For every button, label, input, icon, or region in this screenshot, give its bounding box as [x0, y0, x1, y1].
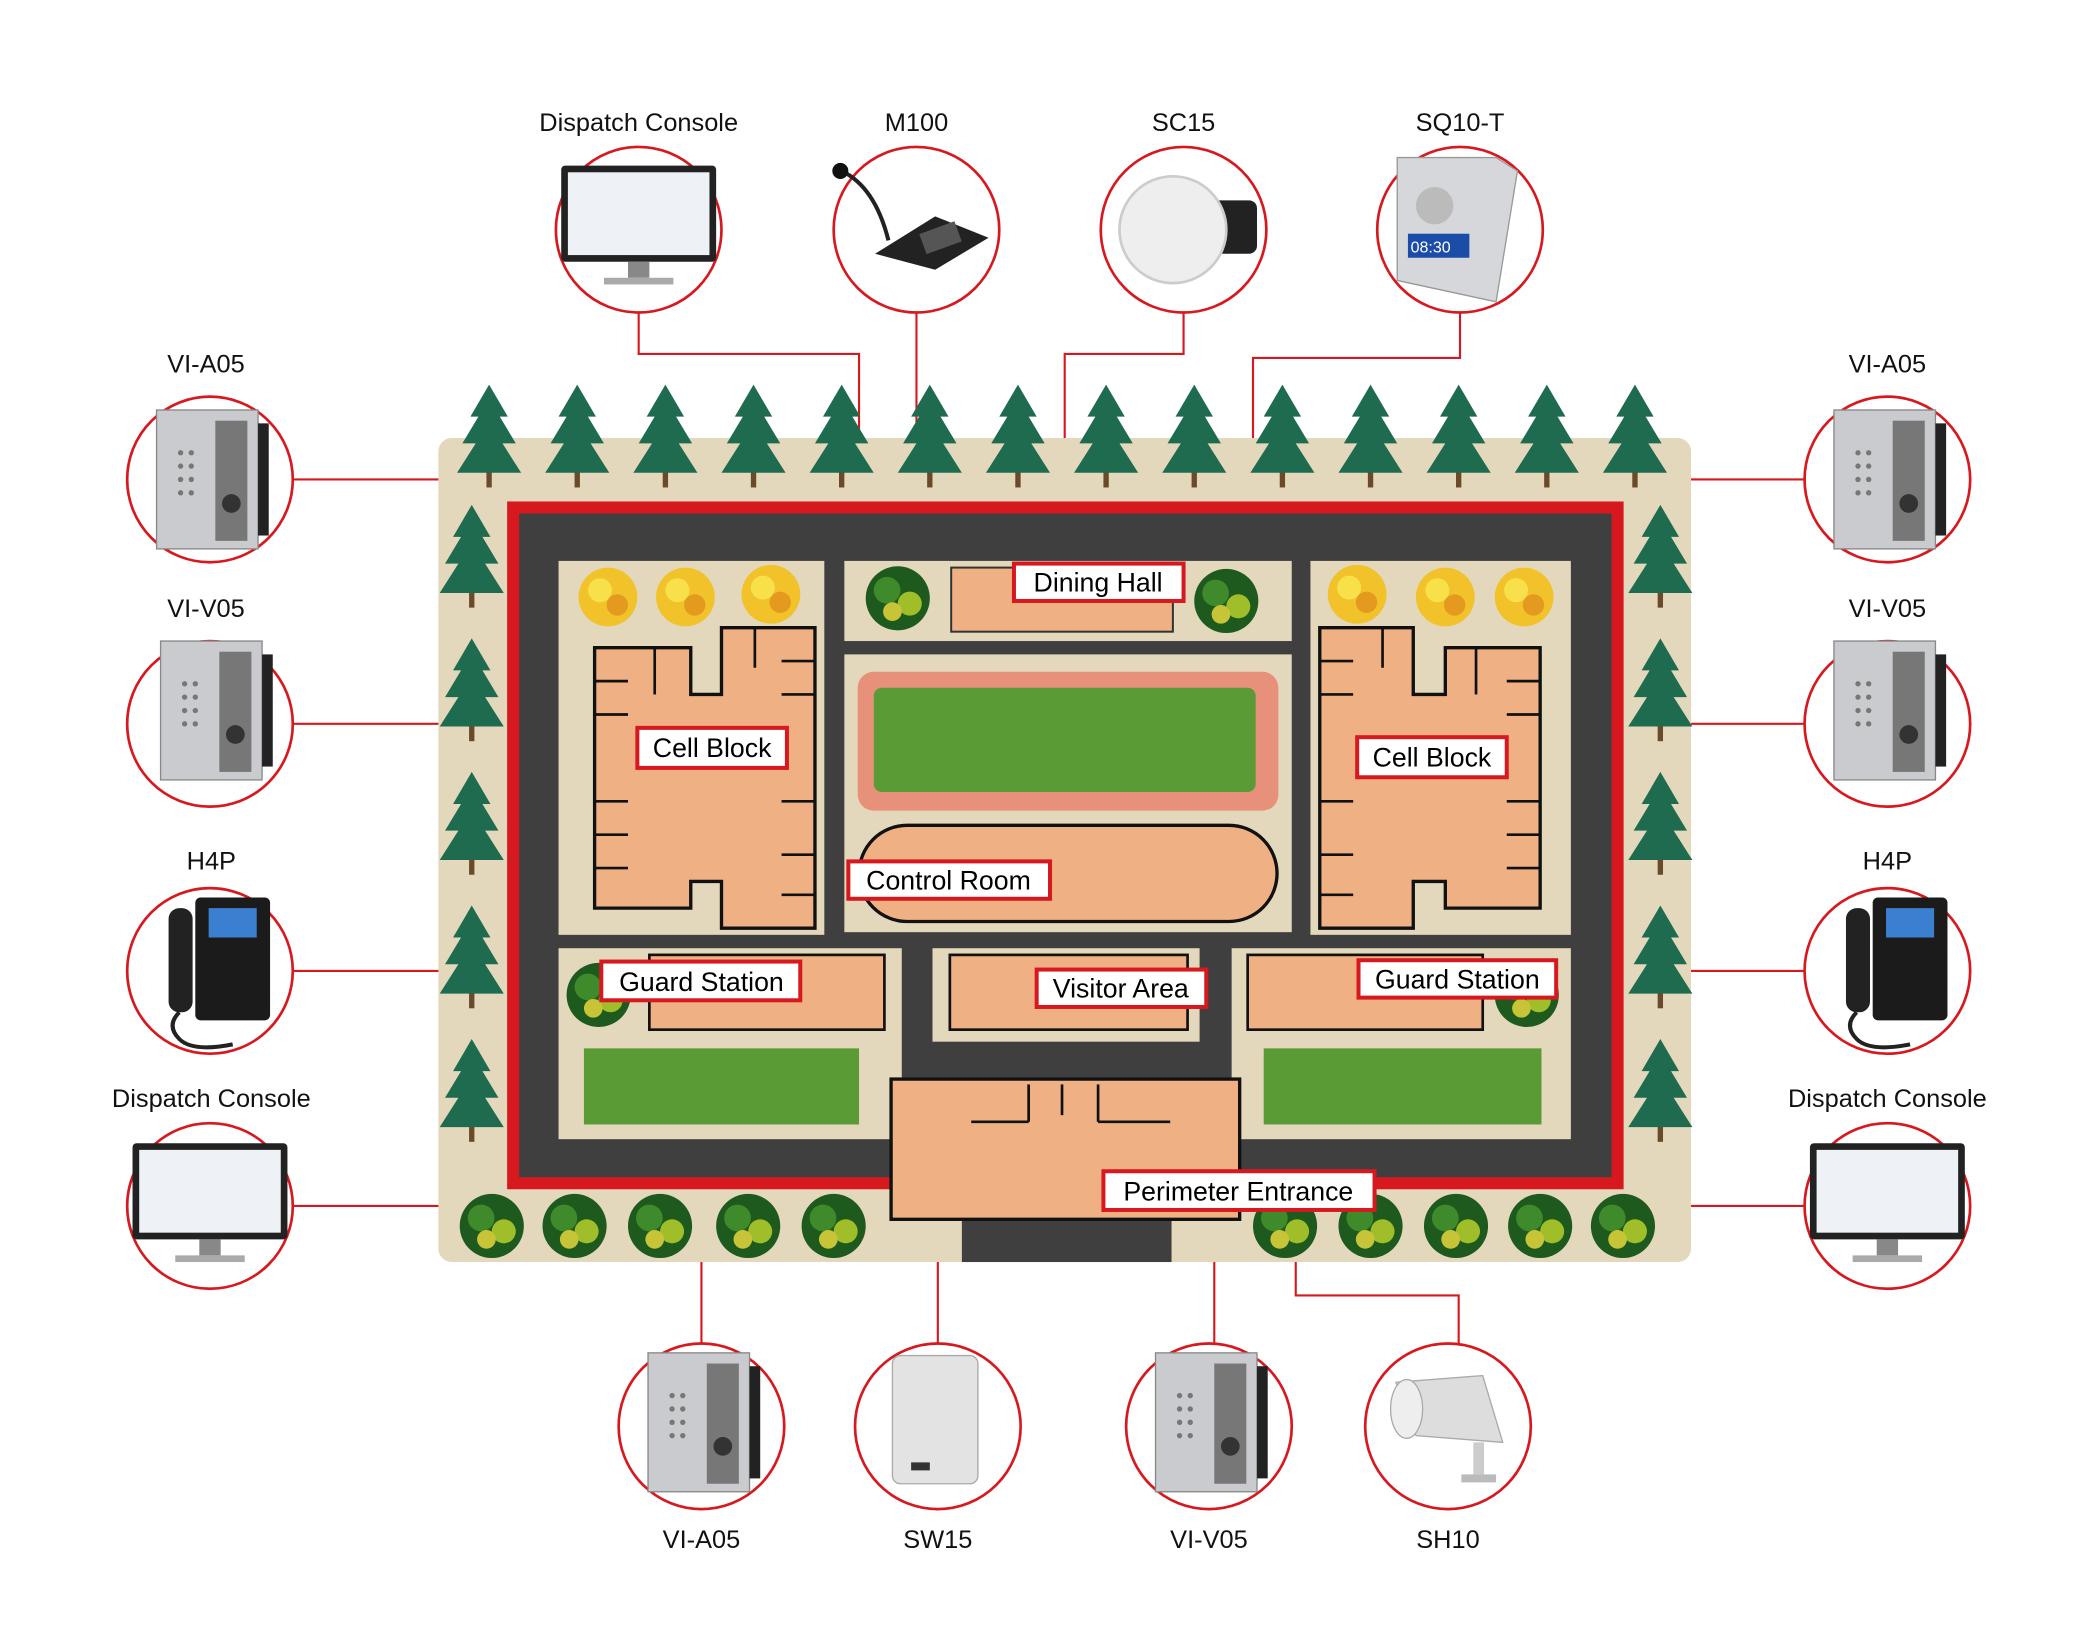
wall-speaker-icon — [891, 1354, 979, 1485]
intercom-icon — [647, 1352, 761, 1493]
device-label: H4P — [187, 847, 236, 875]
device-sc15[interactable]: SC15 — [1099, 109, 1268, 314]
device-vi-a05-bottom[interactable]: VI-A05 — [617, 1342, 786, 1554]
video-intercom-icon — [1833, 640, 1947, 781]
device-label: SW15 — [903, 1526, 972, 1554]
zone-label: Guard Station — [1375, 964, 1540, 994]
device-label: VI-V05 — [167, 595, 245, 623]
zone-label: Cell Block — [653, 733, 772, 763]
intercom-icon — [155, 409, 270, 550]
device-vi-v05-right[interactable]: VI-V05 — [1803, 595, 1972, 808]
device-sw15[interactable]: SW15 — [853, 1342, 1022, 1554]
zone-label: Visitor Area — [1053, 974, 1189, 1004]
intercom-icon — [1833, 409, 1947, 550]
video-intercom-icon — [159, 640, 274, 781]
zone-guard-station-right: Guard Station — [1356, 958, 1559, 1000]
device-label: VI-A05 — [167, 351, 245, 379]
zone-perimeter-entrance: Perimeter Entrance — [1101, 1169, 1377, 1212]
device-label: Dispatch Console — [539, 109, 738, 137]
device-h4p-right[interactable]: H4P — [1803, 847, 1972, 1056]
desk-microphone-icon — [832, 162, 989, 270]
hedge-right — [1263, 1048, 1542, 1125]
zone-label: Guard Station — [619, 967, 784, 997]
ceiling-speaker-icon — [1118, 174, 1258, 285]
video-intercom-icon — [1154, 1352, 1269, 1493]
zone-dining-hall: Dining Hall — [1011, 561, 1186, 603]
device-vi-v05-left[interactable]: VI-V05 — [125, 595, 295, 808]
device-label: SQ10-T — [1416, 109, 1505, 137]
device-vi-a05-left[interactable]: VI-A05 — [125, 351, 295, 564]
device-label: Dispatch Console — [1788, 1085, 1987, 1113]
device-label: VI-V05 — [1170, 1526, 1248, 1554]
device-m100[interactable]: M100 — [832, 109, 1001, 314]
zone-control-room: Control Room — [846, 859, 1053, 901]
hedge-left — [583, 1048, 860, 1125]
device-label: SH10 — [1416, 1526, 1479, 1554]
device-vi-v05-bottom[interactable]: VI-V05 — [1124, 1342, 1294, 1554]
device-label: H4P — [1863, 847, 1912, 875]
zone-label: Control Room — [866, 865, 1031, 895]
zone-labels: Dining Hall Cell Block Cell Block Contro… — [599, 561, 1559, 1212]
zone-label: Perimeter Entrance — [1123, 1177, 1353, 1207]
zone-guard-station-left: Guard Station — [599, 959, 803, 1003]
device-label: Dispatch Console — [112, 1085, 311, 1113]
device-dispatch-console-left[interactable]: Dispatch Console — [112, 1085, 311, 1291]
zone-visitor-area: Visitor Area — [1034, 967, 1209, 1009]
device-dispatch-console-top[interactable]: Dispatch Console — [539, 109, 738, 314]
device-label: SC15 — [1152, 109, 1215, 137]
device-label: VI-A05 — [663, 1526, 741, 1554]
facility-map — [438, 384, 1693, 1263]
clock-display: 08:30 — [1411, 238, 1451, 256]
device-vi-a05-right[interactable]: VI-A05 — [1803, 351, 1972, 564]
wall-speaker-clock-icon: 08:30 — [1396, 156, 1519, 303]
horn-speaker-icon — [1389, 1374, 1504, 1483]
zone-cell-block-right: Cell Block — [1355, 735, 1509, 780]
zone-label: Cell Block — [1373, 743, 1492, 773]
zone-label: Dining Hall — [1034, 568, 1163, 598]
cell-block-left-building — [592, 626, 817, 930]
device-sh10[interactable]: SH10 — [1363, 1342, 1533, 1554]
zone-cell-block-left: Cell Block — [635, 725, 789, 770]
device-label: VI-V05 — [1849, 595, 1927, 623]
device-label: VI-A05 — [1849, 351, 1927, 379]
device-label: M100 — [885, 109, 948, 137]
device-sq10-t[interactable]: SQ10-T 08:30 — [1375, 109, 1545, 314]
sports-field — [873, 687, 1256, 792]
device-dispatch-console-right[interactable]: Dispatch Console — [1788, 1085, 1987, 1291]
device-h4p-left[interactable]: H4P — [125, 847, 295, 1056]
